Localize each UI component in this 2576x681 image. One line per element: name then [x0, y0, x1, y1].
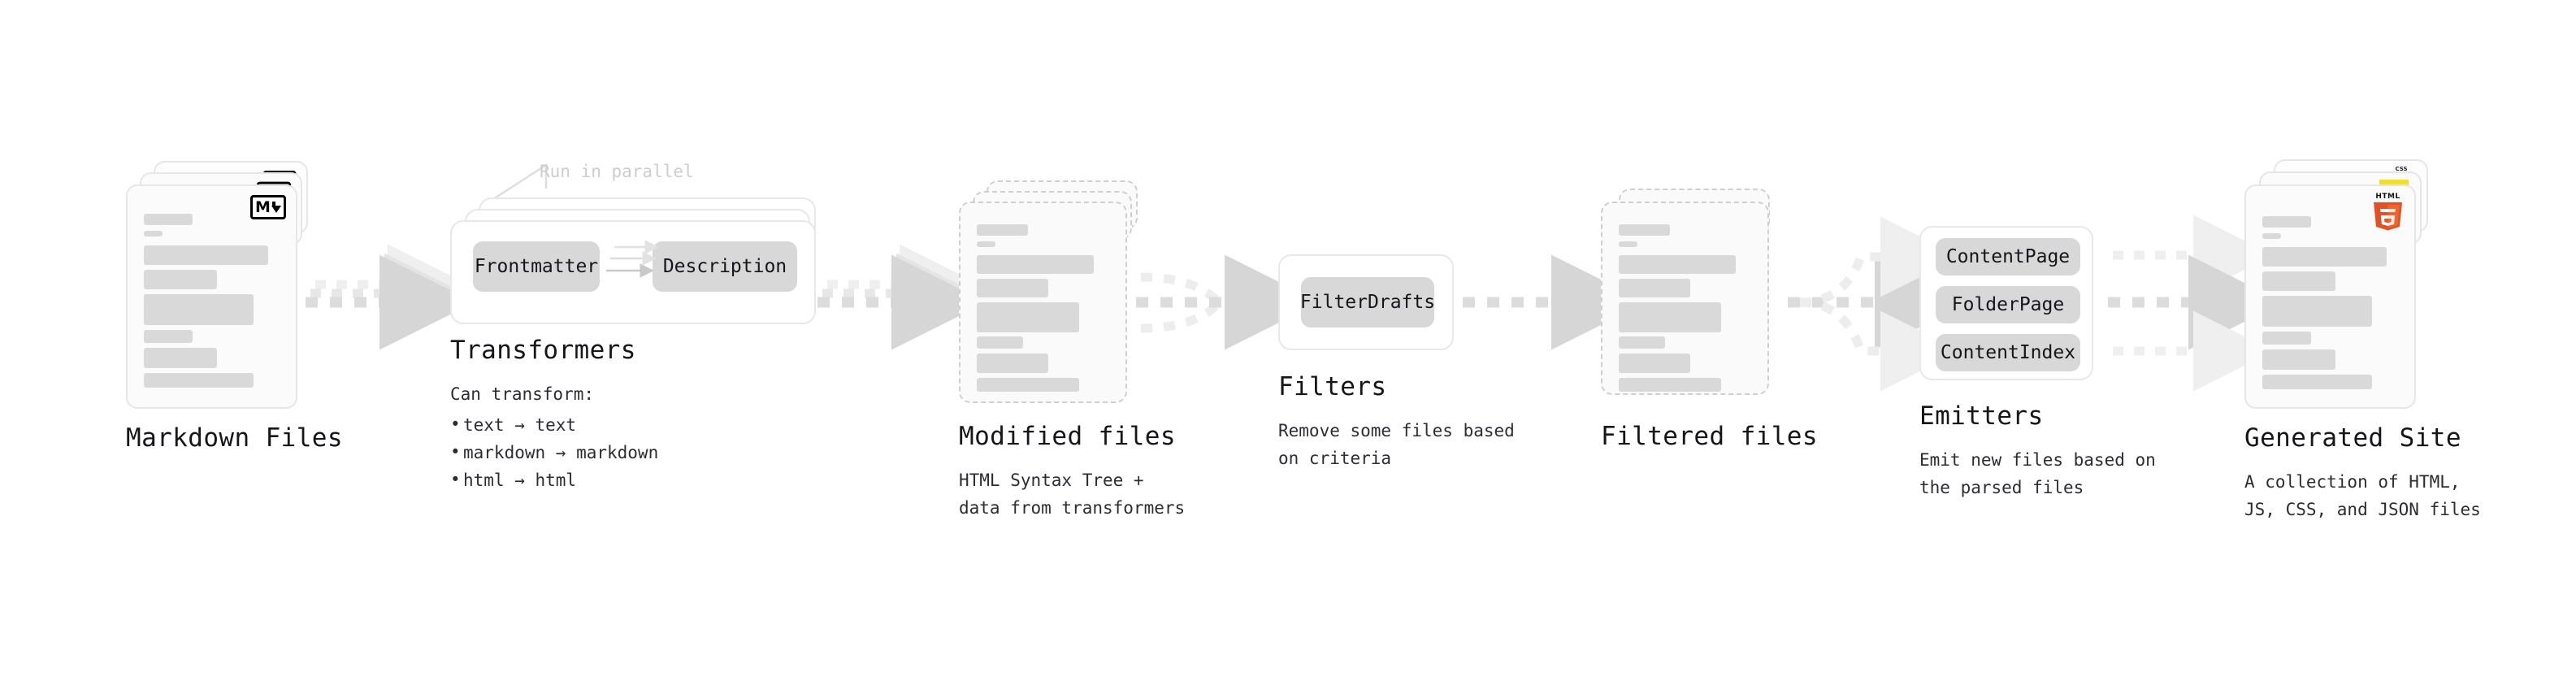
bullet-dot-icon: •	[450, 470, 461, 490]
node-filtered-files: Filtered files	[1601, 189, 1818, 451]
transformers-bullet: • html → html	[450, 466, 832, 494]
modified-file-stack	[959, 180, 1146, 412]
generated-site-desc: A collection of HTML, JS, CSS, and JSON …	[2244, 472, 2481, 520]
arrow-emitters-to-site	[2108, 215, 2283, 392]
transformer-chip-frontmatter[interactable]: Frontmatter	[473, 241, 600, 292]
skeleton-line	[144, 270, 217, 289]
skeleton-line	[977, 354, 1048, 373]
node-generated-site: CSS HTML	[2244, 159, 2481, 523]
transformer-inner-arrows	[606, 240, 659, 278]
skeleton-line	[1619, 302, 1721, 332]
markdown-badge-icon: M	[250, 195, 286, 219]
run-in-parallel-label: Run in parallel	[540, 162, 694, 181]
skeleton-line	[144, 245, 268, 265]
skeleton-line	[977, 336, 1023, 349]
skeleton-subtitle	[1619, 241, 1637, 247]
emitter-chip-folderpage[interactable]: FolderPage	[1936, 286, 2080, 323]
transformer-chip-description[interactable]: Description	[653, 241, 797, 292]
skeleton-line	[1619, 255, 1736, 274]
arrow-transformers-to-modified	[817, 244, 987, 350]
node-label-filters: Filters	[1278, 372, 1387, 401]
transformers-bullet: • text → text	[450, 411, 832, 439]
skeleton-subtitle	[2262, 233, 2281, 239]
skeleton-line	[977, 302, 1079, 332]
arrow-modified-to-filters	[1136, 254, 1320, 350]
skeleton-subtitle	[977, 241, 995, 247]
transformers-bullet-text: markdown → markdown	[463, 443, 659, 463]
filters-frame: FilterDrafts	[1278, 254, 1454, 350]
node-label-generated-site: Generated Site	[2244, 423, 2461, 453]
skeleton-line	[2262, 332, 2311, 345]
skeleton-line	[144, 294, 254, 325]
transformers-bullet: • markdown → markdown	[450, 439, 832, 466]
modified-files-desc: HTML Syntax Tree + data from transformer…	[959, 471, 1186, 518]
skeleton-line	[2262, 271, 2335, 291]
html5-badge-icon: HTML	[2371, 193, 2405, 231]
node-label-filtered-files: Filtered files	[1601, 422, 1818, 451]
node-emitters: ContentPage FolderPage ContentIndex Emit…	[1919, 226, 2156, 501]
skeleton-line	[977, 279, 1048, 297]
skeleton-line	[144, 330, 193, 343]
file-card-front: M	[126, 184, 297, 409]
skeleton-line	[2262, 247, 2387, 267]
skeleton-line	[977, 255, 1094, 274]
generated-file-stack: CSS HTML	[2244, 159, 2448, 415]
skeleton-line	[1619, 354, 1690, 373]
node-transformers: Run in parallel Frontmatter Description	[450, 162, 832, 494]
skeleton-title	[2262, 216, 2311, 228]
emitters-desc: Emit new files based on the parsed files	[1919, 450, 2156, 498]
skeleton-line	[977, 378, 1079, 392]
skeleton-line	[2262, 375, 2372, 389]
filtered-file-stack	[1601, 189, 1784, 412]
skeleton-title	[144, 214, 193, 225]
emitters-frame: ContentPage FolderPage ContentIndex	[1919, 226, 2093, 380]
file-card-front-html: HTML	[2244, 184, 2416, 409]
skeleton-line	[144, 373, 254, 388]
skeleton-title	[1619, 224, 1670, 236]
skeleton-line	[1619, 378, 1721, 392]
markdown-file-stack: M M M	[126, 161, 317, 409]
css-badge-label: CSS	[2395, 166, 2408, 172]
html5-shield-icon	[2374, 202, 2402, 231]
filters-desc: Remove some files based on criteria	[1278, 421, 1515, 469]
skeleton-line	[2262, 349, 2335, 370]
node-label-emitters: Emitters	[1919, 401, 2044, 431]
transformers-bullet-text: html → html	[463, 471, 577, 491]
node-label-transformers: Transformers	[450, 336, 636, 365]
skeleton-line	[2262, 296, 2372, 327]
node-label-modified-files: Modified files	[959, 422, 1176, 451]
html5-badge-label: HTML	[2375, 193, 2400, 201]
skeleton-line	[144, 348, 217, 368]
node-filters: FilterDrafts Filters Remove some files b…	[1278, 254, 1515, 472]
node-modified-files: Modified files HTML Syntax Tree + data f…	[959, 180, 1185, 522]
transformers-bullet-text: text → text	[463, 415, 577, 436]
bullet-dot-icon: •	[450, 414, 461, 435]
filter-chip-filterdrafts[interactable]: FilterDrafts	[1300, 277, 1435, 327]
bullet-dot-icon: •	[450, 442, 461, 462]
file-card-front	[959, 202, 1127, 403]
skeleton-line	[1619, 279, 1690, 297]
emitter-chip-contentpage[interactable]: ContentPage	[1936, 238, 2080, 275]
transformers-bullet-list: • text → text • markdown → markdown • ht…	[450, 411, 832, 494]
arrow-markdown-to-transformers	[306, 244, 475, 350]
emitter-chip-contentindex[interactable]: ContentIndex	[1936, 334, 2080, 371]
transformers-desc: Can transform:	[450, 384, 595, 404]
transformer-frame-stack: Frontmatter Description	[450, 197, 832, 324]
skeleton-title	[977, 224, 1028, 236]
skeleton-subtitle	[144, 231, 163, 236]
skeleton-line	[1619, 336, 1665, 349]
transformer-frame-front: Frontmatter Description	[450, 220, 816, 324]
file-card-front	[1601, 202, 1769, 395]
node-markdown-files: M M M Markdown File	[126, 161, 343, 453]
node-label-markdown-files: Markdown Files	[126, 423, 343, 453]
arrow-filtered-to-emitters	[1788, 216, 1970, 392]
